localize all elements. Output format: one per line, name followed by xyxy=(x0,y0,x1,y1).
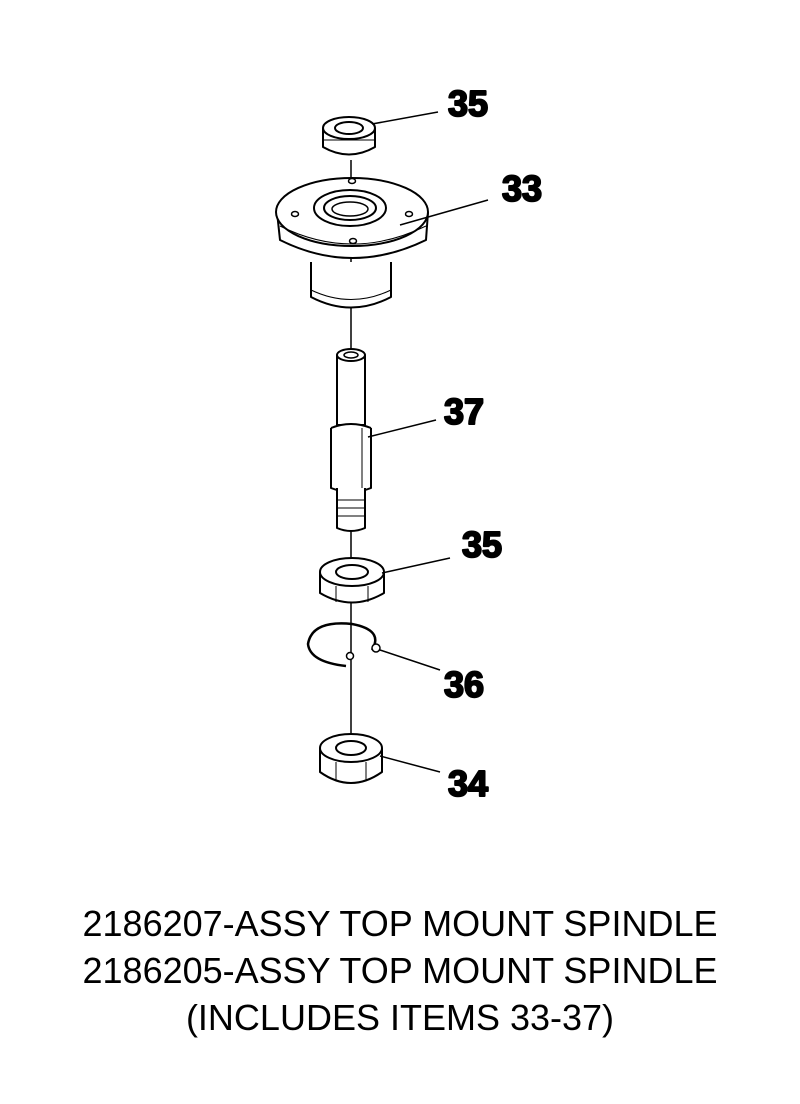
leader-lines xyxy=(367,111,489,773)
callout-lower-bearing: 35 xyxy=(462,524,502,565)
retaining-ring-part xyxy=(306,622,381,668)
caption-line-3: (INCLUDES ITEMS 33-37) xyxy=(185,997,615,1038)
spindle-shaft-part xyxy=(330,348,372,532)
caption-line-1: 2186207-ASSY TOP MOUNT SPINDLE xyxy=(82,903,718,944)
callout-housing: 33 xyxy=(502,168,542,209)
top-bearing-part xyxy=(322,116,376,156)
callout-shaft: 37 xyxy=(444,391,484,432)
callout-retaining-ring: 36 xyxy=(444,664,484,705)
callout-bottom-bearing: 34 xyxy=(448,763,488,804)
assembly-caption: 2186207-ASSY TOP MOUNT SPINDLE 2186205-A… xyxy=(0,900,800,1041)
bottom-bearing-part xyxy=(319,733,383,784)
caption-line-2: 2186205-ASSY TOP MOUNT SPINDLE xyxy=(82,950,718,991)
callout-top-bearing: 35 xyxy=(448,83,488,124)
spindle-exploded-diagram: 35 33 37 35 36 34 xyxy=(275,82,543,805)
lower-bearing-part xyxy=(319,557,385,604)
spindle-housing-part xyxy=(275,177,429,309)
